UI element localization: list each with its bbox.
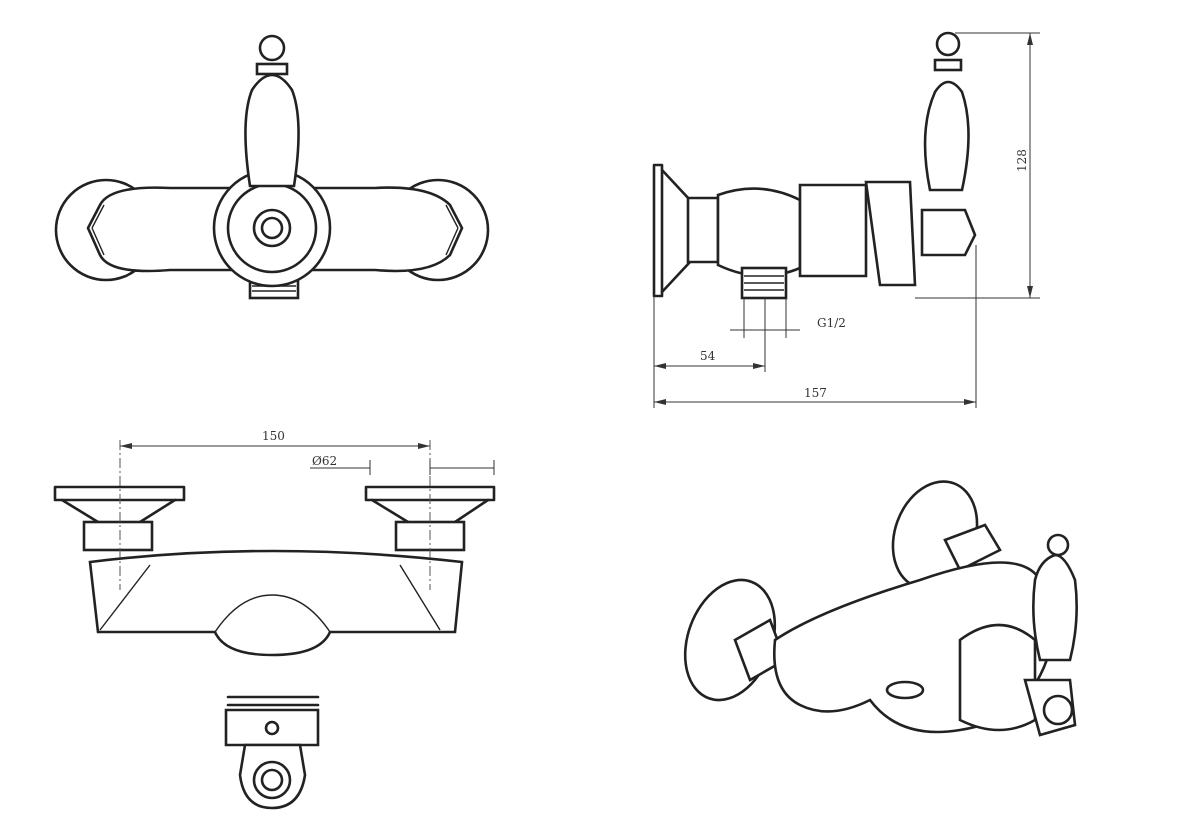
side-view: 128 G1/2 54 157 <box>652 31 1040 408</box>
dim-flange-diameter: Ø62 <box>312 454 337 468</box>
dim-height: 128 <box>1015 149 1029 172</box>
dim-centers: 150 <box>262 429 285 443</box>
dim-depth: 157 <box>804 386 827 400</box>
front-view <box>54 34 490 300</box>
dim-outlet-offset: 54 <box>700 349 716 363</box>
isometric-view <box>683 480 1078 737</box>
dim-thread: G1/2 <box>817 316 846 330</box>
top-view: 150 Ø62 <box>53 429 496 810</box>
